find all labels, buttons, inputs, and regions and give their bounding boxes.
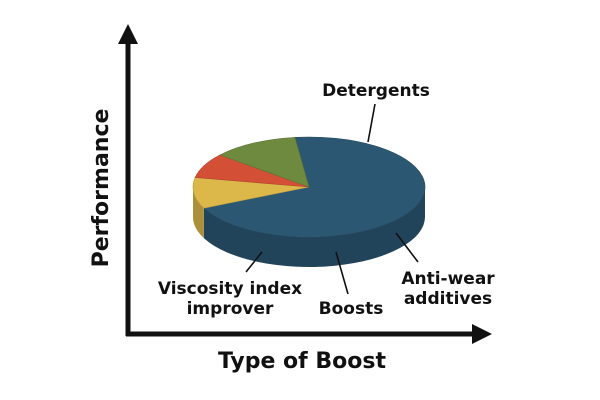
pie-slice-viscosity-index-improver [219, 137, 310, 188]
y-axis-arrow [118, 24, 138, 44]
leader-line-viscosity-index-improver [245, 251, 263, 273]
x-axis-title: Type of Boost [218, 349, 387, 374]
leader-line-boosts [335, 251, 349, 295]
slice-label-line: Viscosity index [158, 279, 302, 299]
slice-label-line: Anti-wear [401, 269, 495, 289]
slice-label-line: Detergents [322, 81, 430, 101]
slice-label-line: Boosts [319, 299, 384, 319]
pie-side-detergents [203, 187, 425, 267]
pie-side-anti-wear-additives [193, 187, 204, 239]
slice-label-line: additives [404, 289, 492, 309]
pie-sides [193, 187, 425, 267]
slice-label-boosts: Boosts [319, 299, 384, 319]
pie-slice-anti-wear-additives [192, 177, 310, 209]
x-axis-arrow [472, 324, 492, 344]
slice-label-line: improver [187, 299, 274, 319]
slice-label-detergents: Detergents [322, 81, 430, 101]
y-axis-title: Performance [89, 109, 114, 268]
pie-slice-detergents [203, 136, 426, 238]
leader-line-anti-wear-additives [395, 232, 419, 263]
leader-line-detergents [367, 103, 376, 143]
pie-tops [192, 136, 426, 238]
